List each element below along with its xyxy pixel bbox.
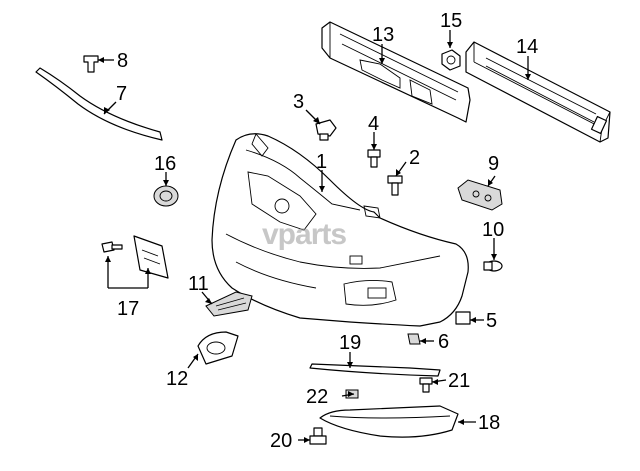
callout-1: 1 [316, 151, 327, 173]
callout-11: 11 [188, 273, 209, 295]
callout-16: 16 [154, 153, 176, 175]
watermark-text: vparts [262, 218, 346, 251]
callout-9: 9 [488, 153, 499, 175]
part-9-bracket [457, 179, 503, 211]
callout-7: 7 [116, 83, 127, 105]
callout-labels: 8 7 16 3 4 2 1 9 10 13 15 14 11 5 6 12 1… [116, 10, 538, 452]
part-8-clip [83, 55, 99, 73]
callout-19: 19 [339, 332, 361, 354]
part-19-lower-molding [309, 363, 441, 377]
part-18-lower-spoiler [319, 405, 459, 438]
part-17-license-bracket [101, 235, 169, 279]
callout-4: 4 [368, 113, 379, 135]
part-4-screw [367, 149, 381, 168]
part-16-emblem [153, 185, 179, 207]
part-11-grille-insert [205, 291, 253, 317]
part-10-clip [483, 260, 503, 272]
part-13-energy-absorber [321, 21, 471, 123]
leader-arrows [98, 42, 531, 443]
callout-6: 6 [438, 331, 449, 353]
callout-10: 10 [482, 219, 504, 241]
part-20-bolt [309, 427, 327, 445]
part-3-bolt [315, 119, 337, 141]
callout-21: 21 [448, 370, 470, 392]
callout-14: 14 [516, 36, 538, 58]
callout-15: 15 [440, 10, 462, 32]
leader-lines [98, 30, 529, 441]
part-6-clip [407, 333, 421, 345]
callout-13: 13 [372, 24, 394, 46]
callout-22: 22 [306, 386, 328, 408]
part-12-fog-bezel [197, 331, 239, 365]
callout-20: 20 [270, 430, 292, 452]
part-15-nut [441, 49, 461, 71]
callout-12: 12 [166, 368, 188, 390]
callout-2: 2 [409, 147, 420, 169]
part-7-molding-strip [35, 67, 163, 141]
callout-8: 8 [117, 50, 128, 72]
part-5-clip [455, 311, 471, 325]
part-2-screw [387, 175, 403, 196]
part-21-screw [419, 377, 433, 393]
callout-18: 18 [478, 412, 500, 434]
callout-17: 17 [117, 298, 139, 320]
callout-3: 3 [293, 91, 304, 113]
part-14-reinforcement-bar [465, 41, 611, 143]
part-1-bumper-cover [211, 133, 469, 327]
callout-5: 5 [486, 310, 497, 332]
